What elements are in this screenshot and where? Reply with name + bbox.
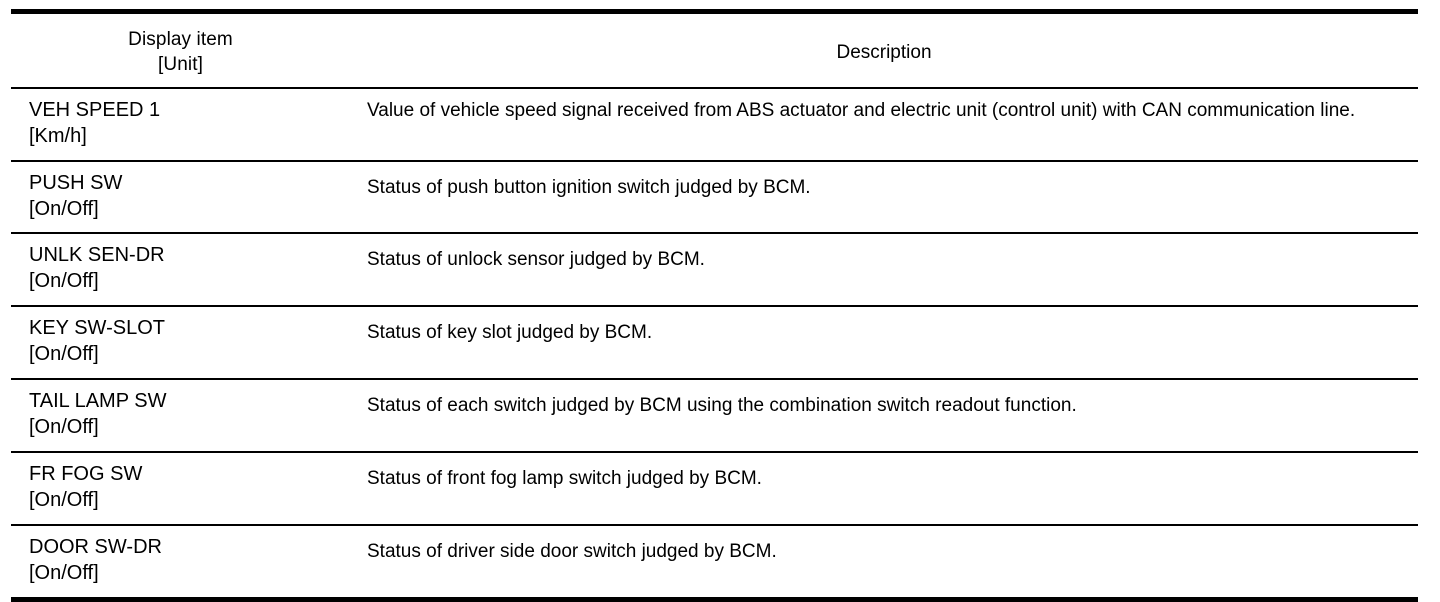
header-unit-label: [Unit] <box>158 54 203 75</box>
row-item-cell: FR FOG SW [On/Off] <box>11 451 350 525</box>
item-unit: [On/Off] <box>29 562 99 584</box>
item-unit: [On/Off] <box>29 489 99 511</box>
header-description-label: Description <box>836 42 932 63</box>
row-item-cell: KEY SW-SLOT [On/Off] <box>11 305 350 379</box>
item-unit: [On/Off] <box>29 198 99 220</box>
table-row: PUSH SW [On/Off] Status of push button i… <box>11 160 1418 233</box>
item-unit: [On/Off] <box>29 416 99 438</box>
item-description: Status of driver side door switch judged… <box>367 541 777 562</box>
row-item-cell: VEH SPEED 1 [Km/h] <box>11 87 350 161</box>
row-description-cell: Status of key slot judged by BCM. <box>350 305 1418 379</box>
table-row: UNLK SEN-DR [On/Off] Status of unlock se… <box>11 232 1418 306</box>
item-description: Status of front fog lamp switch judged b… <box>367 468 762 489</box>
row-item-cell: TAIL LAMP SW [On/Off] <box>11 378 350 452</box>
display-item-description-table: Display item [Unit] Description VEH SPEE… <box>11 9 1418 602</box>
item-description: Status of unlock sensor judged by BCM. <box>367 249 705 270</box>
row-description-cell: Value of vehicle speed signal received f… <box>350 87 1418 161</box>
table-header-row: Display item [Unit] Description <box>11 12 1418 89</box>
item-unit: [On/Off] <box>29 343 99 365</box>
item-description: Value of vehicle speed signal received f… <box>367 100 1356 121</box>
item-name: UNLK SEN-DR <box>29 244 165 266</box>
table-row: VEH SPEED 1 [Km/h] Value of vehicle spee… <box>11 87 1418 161</box>
item-description: Status of push button ignition switch ju… <box>367 177 811 198</box>
row-description-cell: Status of front fog lamp switch judged b… <box>350 451 1418 525</box>
row-item-cell: PUSH SW [On/Off] <box>11 160 350 233</box>
item-name: DOOR SW-DR <box>29 536 162 558</box>
table-row: TAIL LAMP SW [On/Off] Status of each swi… <box>11 378 1418 452</box>
row-description-cell: Status of driver side door switch judged… <box>350 524 1418 600</box>
header-cell-display-item: Display item [Unit] <box>11 12 350 89</box>
row-item-cell: UNLK SEN-DR [On/Off] <box>11 232 350 306</box>
row-item-cell: DOOR SW-DR [On/Off] <box>11 524 350 600</box>
table-row: FR FOG SW [On/Off] Status of front fog l… <box>11 451 1418 525</box>
item-name: TAIL LAMP SW <box>29 390 167 412</box>
item-unit: [Km/h] <box>29 125 87 147</box>
header-cell-description: Description <box>350 12 1418 89</box>
item-name: FR FOG SW <box>29 463 143 485</box>
row-description-cell: Status of push button ignition switch ju… <box>350 160 1418 233</box>
item-name: KEY SW-SLOT <box>29 317 165 339</box>
item-name: VEH SPEED 1 <box>29 99 161 121</box>
item-unit: [On/Off] <box>29 270 99 292</box>
table-row: DOOR SW-DR [On/Off] Status of driver sid… <box>11 524 1418 600</box>
item-description: Status of each switch judged by BCM usin… <box>367 395 1077 416</box>
row-description-cell: Status of each switch judged by BCM usin… <box>350 378 1418 452</box>
table-row: KEY SW-SLOT [On/Off] Status of key slot … <box>11 305 1418 379</box>
item-name: PUSH SW <box>29 172 123 194</box>
header-display-item-label: Display item <box>128 29 233 50</box>
item-description: Status of key slot judged by BCM. <box>367 322 653 343</box>
row-description-cell: Status of unlock sensor judged by BCM. <box>350 232 1418 306</box>
